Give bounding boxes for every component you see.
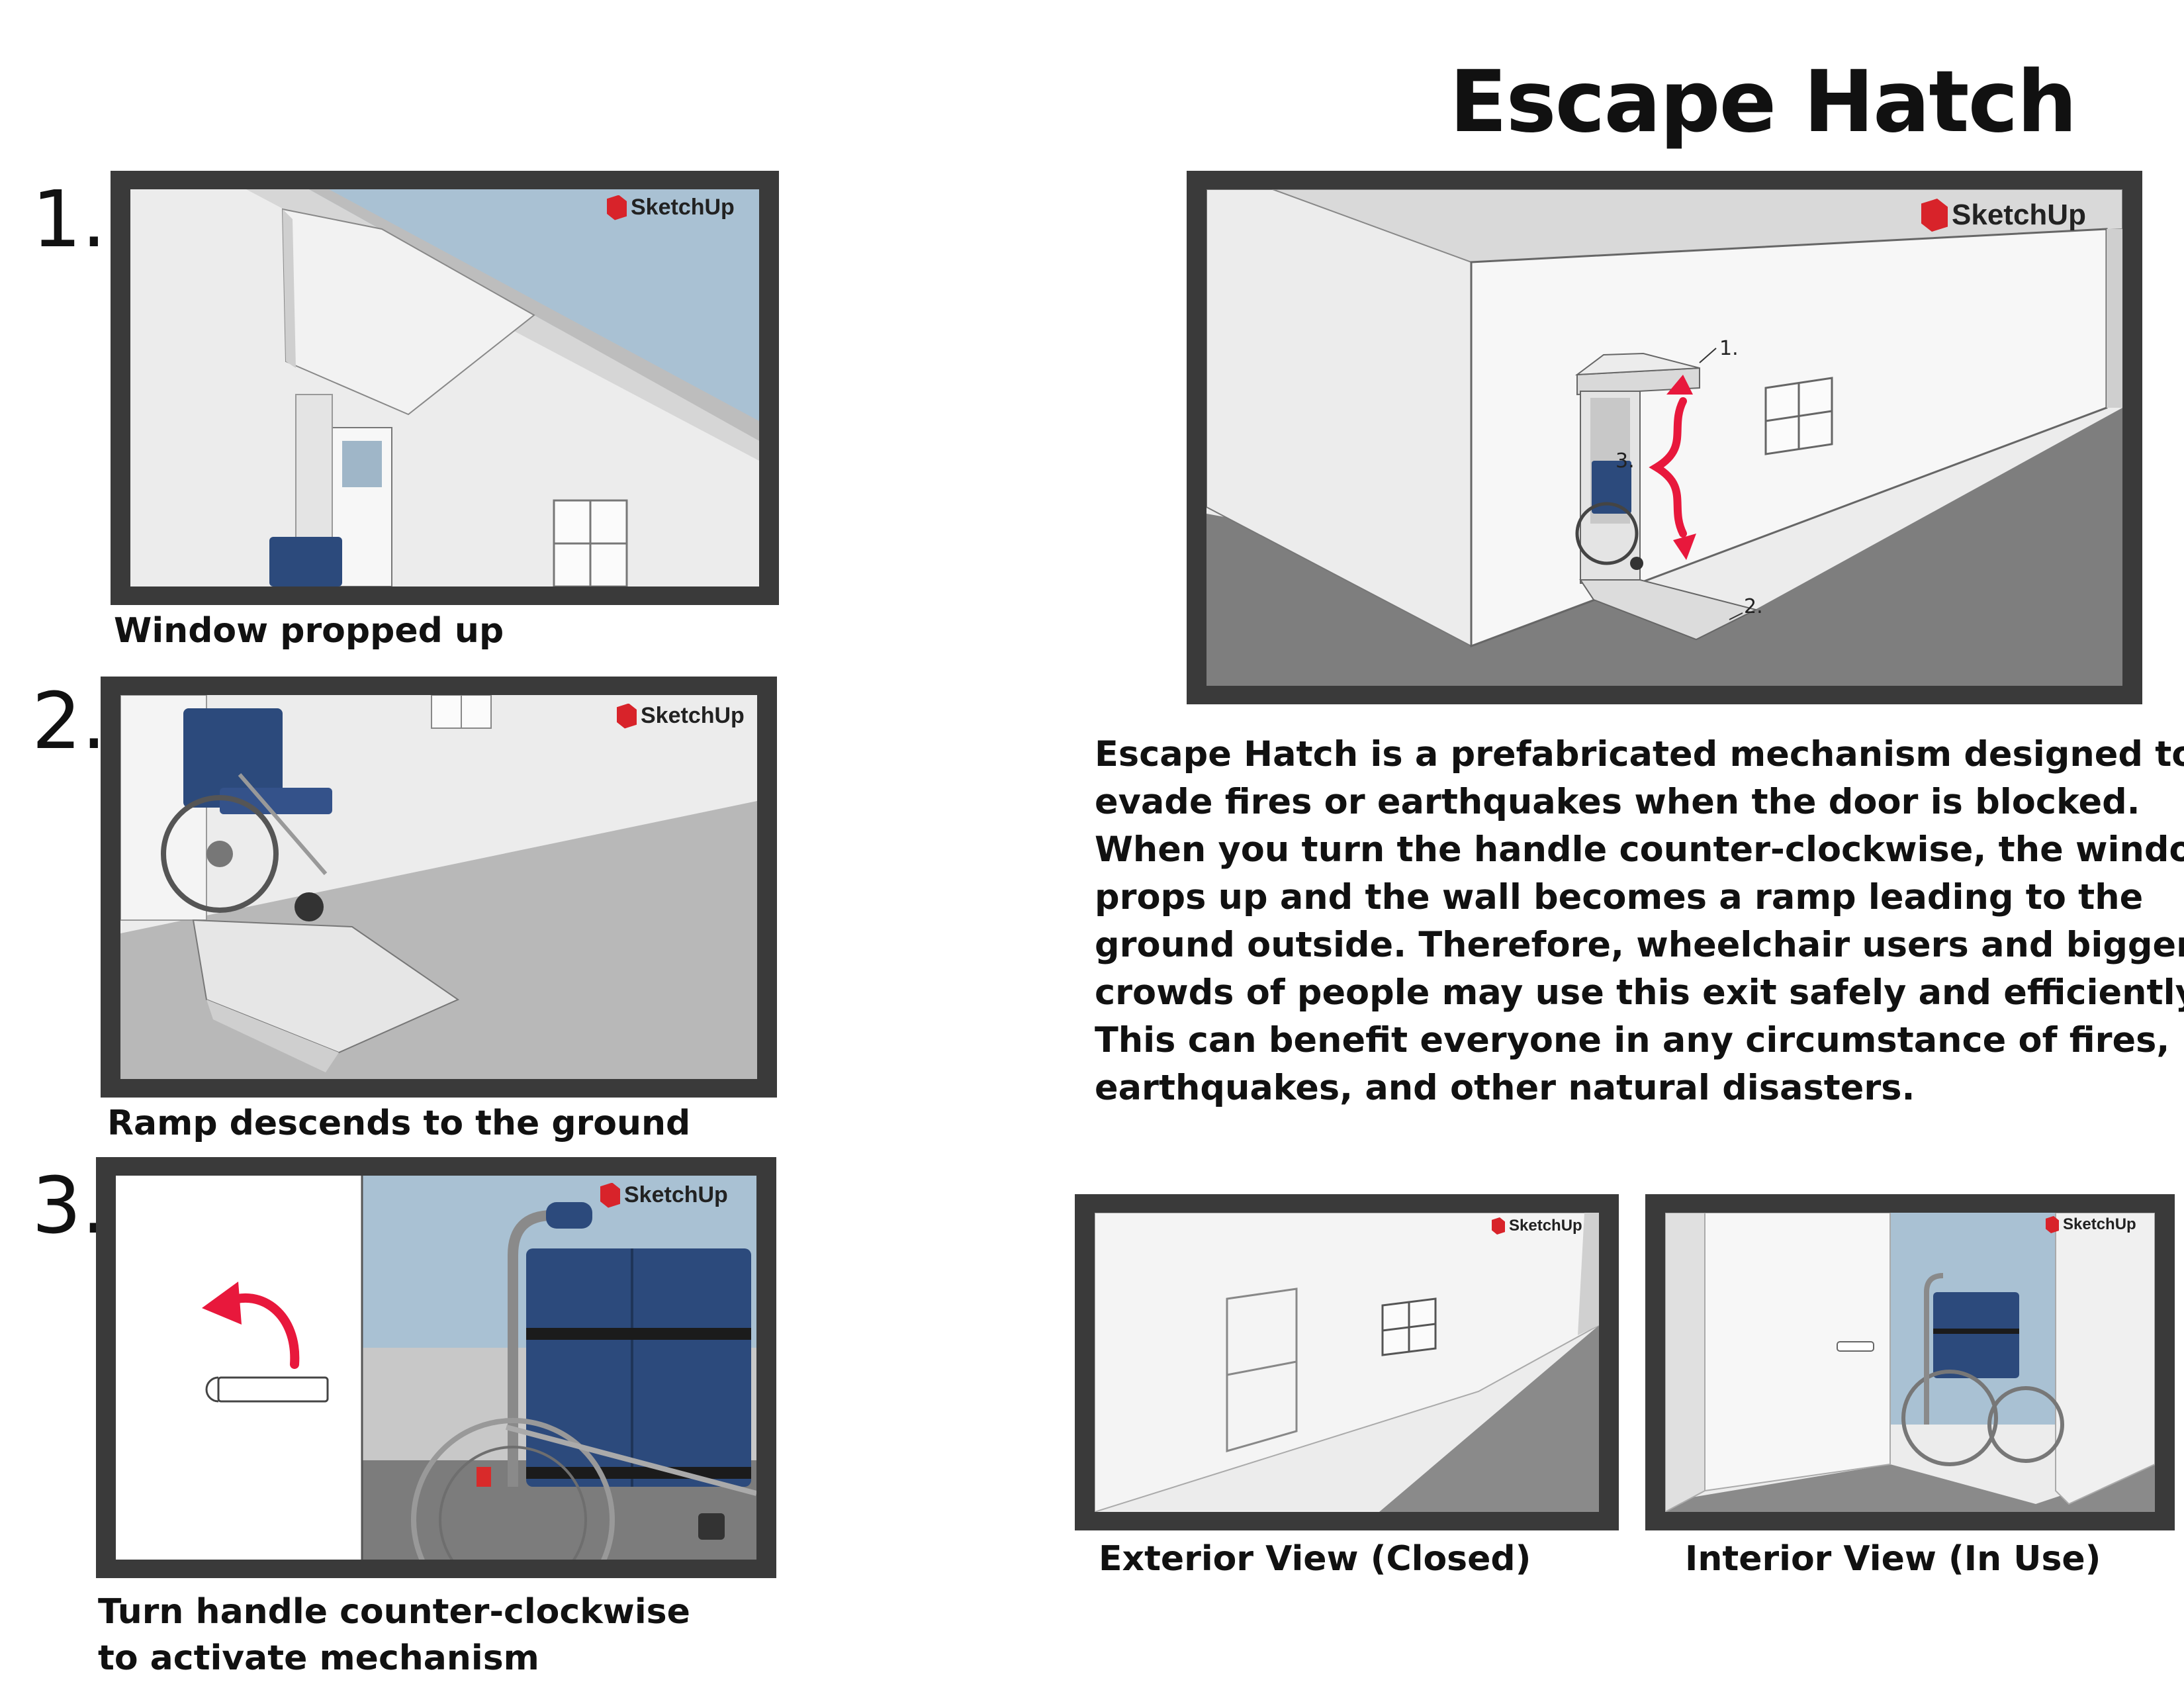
main-illustration: 1. 2. 3. <box>1206 189 2122 686</box>
sketchup-logo-icon <box>617 703 637 729</box>
step-2-number: 2. <box>32 675 107 767</box>
step-2-caption: Ramp descends to the ground <box>107 1103 691 1143</box>
callout-3: 3. <box>1615 449 1635 473</box>
description: Escape Hatch is a prefabricated mechanis… <box>1095 731 2184 1112</box>
sketchup-logo-icon <box>1921 199 1948 232</box>
interior-view-caption: Interior View (In Use) <box>1685 1539 2101 1579</box>
description-line: Escape Hatch is a prefabricated mechanis… <box>1095 734 2184 774</box>
exterior-view-image: SketchUp <box>1075 1194 1619 1530</box>
sketchup-logo: SketchUp <box>600 1182 728 1208</box>
sketchup-logo: SketchUp <box>617 703 745 729</box>
step-3-illustration <box>116 1176 756 1560</box>
sketchup-logo-icon <box>2046 1216 2059 1233</box>
interior-view-image: SketchUp <box>1645 1194 2175 1530</box>
exterior-illustration <box>1095 1213 1599 1512</box>
step-3-caption-line-2: to activate mechanism <box>98 1638 539 1679</box>
sketchup-logo-icon <box>1492 1217 1505 1235</box>
step-2-image: SketchUp <box>101 677 777 1098</box>
description-line: props up and the wall becomes a ramp lea… <box>1095 877 2144 917</box>
step-1-caption: Window propped up <box>114 611 504 651</box>
step-1-image: SketchUp <box>111 171 779 605</box>
sketchup-logo: SketchUp <box>2046 1215 2136 1234</box>
sketchup-logo: SketchUp <box>607 195 735 220</box>
sketchup-logo-icon <box>607 195 627 220</box>
description-line: When you turn the handle counter-clockwi… <box>1095 829 2184 870</box>
step-2-illustration <box>120 695 757 1079</box>
callout-2: 2. <box>1744 595 1763 618</box>
page-title: Escape Hatch <box>1449 53 2077 152</box>
sketchup-logo-icon <box>600 1182 620 1208</box>
vertical-arrow-icon <box>1649 375 1696 560</box>
description-line: evade fires or earthquakes when the door… <box>1095 782 2140 822</box>
interior-illustration <box>1665 1213 2155 1512</box>
step-3-number: 3. <box>32 1160 107 1251</box>
callout-1: 1. <box>1719 337 1739 360</box>
description-line: crowds of people may use this exit safel… <box>1095 972 2184 1013</box>
step-3-caption: Turn handle counter-clockwise to activat… <box>98 1589 690 1681</box>
step-1-illustration <box>130 189 759 586</box>
exterior-view-caption: Exterior View (Closed) <box>1099 1539 1531 1579</box>
description-line: This can benefit everyone in any circums… <box>1095 1020 2170 1060</box>
step-3-image: SketchUp <box>96 1157 776 1578</box>
sketchup-logo: SketchUp <box>1921 199 2086 232</box>
step-1-number: 1. <box>32 173 107 265</box>
main-image: 1. 2. 3. SketchUp <box>1187 171 2142 704</box>
description-line: earthquakes, and other natural disasters… <box>1095 1068 1915 1108</box>
rotate-ccw-arrow-icon <box>202 1282 300 1369</box>
sketchup-logo: SketchUp <box>1492 1217 1582 1235</box>
step-3-caption-line-1: Turn handle counter-clockwise <box>98 1592 690 1632</box>
description-line: ground outside. Therefore, wheelchair us… <box>1095 925 2184 965</box>
